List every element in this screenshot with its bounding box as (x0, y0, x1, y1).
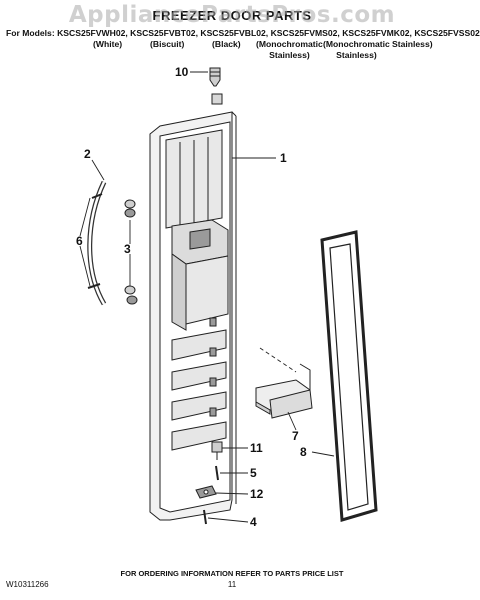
callout-2: 2 (84, 147, 91, 161)
callout-12: 12 (250, 487, 264, 501)
part-3-handle-mounts (124, 199, 138, 305)
callout-7: 7 (292, 429, 299, 443)
callout-1: 1 (280, 151, 287, 165)
page-number: 11 (227, 580, 237, 589)
variant-biscuit: (Biscuit) (150, 39, 185, 49)
variant-monochromatic-stainless-1: (Monochromatic Stainless) (256, 39, 323, 60)
variant-white: (White) (93, 39, 123, 49)
part-5-screw (215, 465, 219, 481)
callout-11: 11 (250, 441, 263, 455)
ordering-note: FOR ORDERING INFORMATION REFER TO PARTS … (120, 569, 344, 578)
callout-3: 3 (124, 242, 131, 256)
document-id: W10311266 (6, 580, 49, 589)
page-title: FREEZER DOOR PARTS (152, 8, 312, 23)
part-8-door-gasket (320, 230, 378, 522)
variant-black: (Black) (212, 39, 241, 49)
part-4-hinge-screw (203, 509, 207, 525)
part-6-handle-screws (87, 193, 103, 289)
callout-4: 4 (250, 515, 257, 529)
callout-8: 8 (300, 445, 307, 459)
variant-monochromatic-stainless-2: (Monochromatic Stainless) (323, 39, 390, 60)
part-10-screw (209, 67, 223, 105)
leader-lines (79, 71, 335, 523)
part-11-hinge-bushing (211, 441, 223, 460)
exploded-diagram: 10 1 2 6 3 7 8 11 5 12 4 (76, 65, 378, 529)
models-line: For Models: KSCS25FVWH02, KSCS25FVBT02, … (6, 28, 480, 38)
callout-6: 6 (76, 234, 83, 248)
part-12-hinge-bracket (195, 485, 217, 499)
watermark: AppliancePartsPros.com (68, 2, 396, 28)
callout-5: 5 (250, 466, 257, 480)
variant-stainless: Stainless) (392, 39, 433, 49)
callout-10: 10 (175, 65, 189, 79)
part-7-door-bin (255, 363, 313, 419)
part-1-door-liner (149, 111, 237, 521)
